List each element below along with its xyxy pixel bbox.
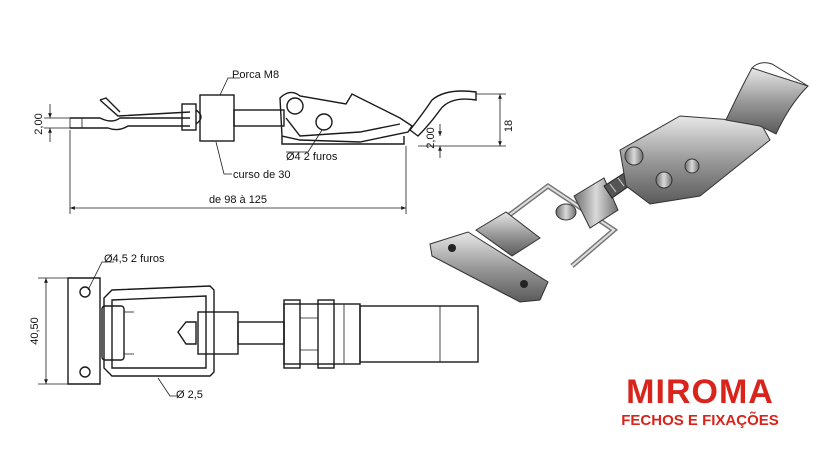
side-hook (409, 90, 477, 137)
brand-tagline: FECHOS E FIXAÇÕES (621, 411, 779, 429)
top-lever (283, 303, 361, 365)
label-stroke: curso de 30 (233, 169, 290, 181)
top-hook-plate (359, 305, 479, 363)
top-wire-outer (103, 285, 215, 377)
top-roller (101, 305, 125, 361)
top-small-nut (177, 321, 197, 345)
iso-base-plate (429, 231, 549, 303)
label-top-holes: Ø4,5 2 furos (104, 253, 165, 265)
isometric-render (429, 62, 809, 303)
label-wire: Ø 2,5 (176, 389, 203, 401)
top-view: 40,50 Ø4,5 2 furos Ø 2,5 (29, 253, 479, 401)
dim-height-label: 18 (503, 120, 515, 132)
iso-pivot-1 (624, 146, 644, 166)
side-threaded-rod (233, 109, 285, 127)
iso-small-nut (555, 203, 577, 221)
top-nut-m8 (197, 311, 239, 355)
side-nut-m8 (199, 94, 235, 142)
label-nut: Porca M8 (232, 69, 279, 81)
side-wire-bottom (70, 117, 190, 131)
side-base-plate (281, 136, 405, 145)
top-base-plate (67, 277, 101, 385)
side-view: 18 2,00 2,00 Porca M8 curso de 30 Ø4 2 f… (33, 69, 515, 214)
brand-name: MIROMA (626, 373, 774, 411)
dim-length-label: de 98 à 125 (209, 194, 267, 206)
top-threaded-rod (237, 321, 285, 345)
side-pivot-pin-2 (315, 113, 333, 131)
dim-thickness-right-label: 2,00 (425, 127, 437, 148)
label-side-holes: Ø4 2 furos (286, 151, 338, 163)
side-pivot-pin (286, 97, 304, 115)
top-hole-1 (79, 286, 91, 298)
brand-logo: MIROMA FECHOS E FIXAÇÕES (621, 373, 779, 429)
iso-roller (475, 211, 541, 257)
side-lever-body (279, 91, 413, 143)
iso-hole-2 (520, 280, 528, 288)
iso-hole-1 (448, 244, 456, 252)
side-wire-loop (99, 97, 191, 117)
top-hole-2 (79, 366, 91, 378)
iso-pivot-2 (655, 171, 673, 189)
top-wire-inner (111, 295, 207, 369)
side-small-nut (181, 103, 197, 131)
dim-width-label: 40,50 (29, 317, 41, 345)
dim-thickness-left-label: 2,00 (33, 113, 45, 134)
